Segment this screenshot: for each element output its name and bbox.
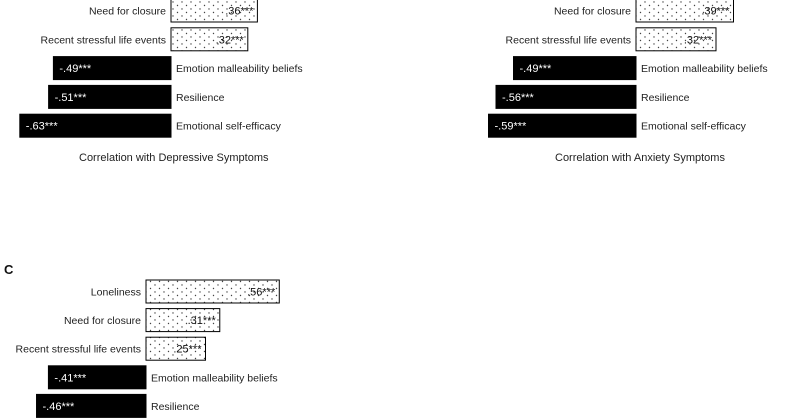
bar-2 xyxy=(52,56,172,81)
category-label: Emotional self-efficacy xyxy=(176,121,282,133)
bar-value-label: .25*** xyxy=(173,344,202,356)
category-label: Need for closure xyxy=(64,315,141,327)
bar-2 xyxy=(145,336,206,361)
chart-depressive-symptoms: .36*** Need for closure .32*** Recent stres… xyxy=(0,0,400,170)
category-label: Emotion malleability beliefs xyxy=(151,372,278,384)
bar-0 xyxy=(170,0,258,23)
bar-value-label: .32*** xyxy=(684,34,713,46)
bar-value-label: -.63*** xyxy=(26,121,59,133)
bar-3 xyxy=(495,84,637,109)
category-label: Need for closure xyxy=(554,6,631,18)
category-label: Recent stressful life events xyxy=(16,344,141,356)
bar-2 xyxy=(513,56,637,81)
chart-anxiety-symptoms: .39*** Need for closure .32*** Recent stres… xyxy=(400,0,800,170)
category-label: Resilience xyxy=(641,92,690,104)
bar-0 xyxy=(145,279,280,304)
bar-1 xyxy=(170,27,249,52)
category-label: Emotion malleability beliefs xyxy=(176,63,303,75)
category-label: Recent stressful life events xyxy=(506,34,631,46)
category-label: Resilience xyxy=(176,92,225,104)
bar-value-label: -.41*** xyxy=(54,372,87,384)
bar-value-label: -.56*** xyxy=(502,92,535,104)
category-label: Resilience xyxy=(151,401,200,413)
bar-value-label: .36*** xyxy=(225,6,254,18)
category-label: Recent stressful life events xyxy=(41,34,166,46)
bar-value-label: .56*** xyxy=(247,287,276,299)
category-label: Loneliness xyxy=(91,287,141,299)
bar-value-label: .32*** xyxy=(216,34,245,46)
panel-label-c: C xyxy=(4,262,14,277)
chart-depressive-symptoms-plot: .36*** Need for closure .32*** Recent stres… xyxy=(19,0,303,138)
bar-value-label: -.51*** xyxy=(55,92,88,104)
bar-0 xyxy=(635,0,734,23)
chart-title-depressive: Correlation with Depressive Symptoms xyxy=(79,152,269,164)
bar-value-label: -.46*** xyxy=(43,401,76,413)
bar-4 xyxy=(488,113,637,138)
category-label: Emotional self-efficacy xyxy=(641,121,747,133)
bar-3 xyxy=(48,84,172,109)
chart-panel-c-plot: .56*** Loneliness .31*** Need for closure .2… xyxy=(16,279,280,418)
bar-4 xyxy=(19,113,172,138)
bar-value-label: -.49*** xyxy=(520,63,553,75)
chart-anxiety-symptoms-plot: .39*** Need for closure .32*** Recent stres… xyxy=(488,0,768,138)
category-label: Need for closure xyxy=(89,6,166,18)
bar-value-label: .39*** xyxy=(701,6,730,18)
bar-1 xyxy=(145,308,221,333)
bar-value-label: -.59*** xyxy=(495,121,528,133)
bar-3 xyxy=(47,365,147,390)
bar-1 xyxy=(635,27,717,52)
bar-value-label: .31*** xyxy=(188,315,217,327)
bar-4 xyxy=(36,393,147,418)
bar-value-label: -.49*** xyxy=(59,63,92,75)
category-label: Emotion malleability beliefs xyxy=(641,63,768,75)
chart-title-anxiety: Correlation with Anxiety Symptoms xyxy=(555,152,725,164)
chart-panel-c: C .56*** Loneliness .31*** Need for closure… xyxy=(0,262,400,419)
